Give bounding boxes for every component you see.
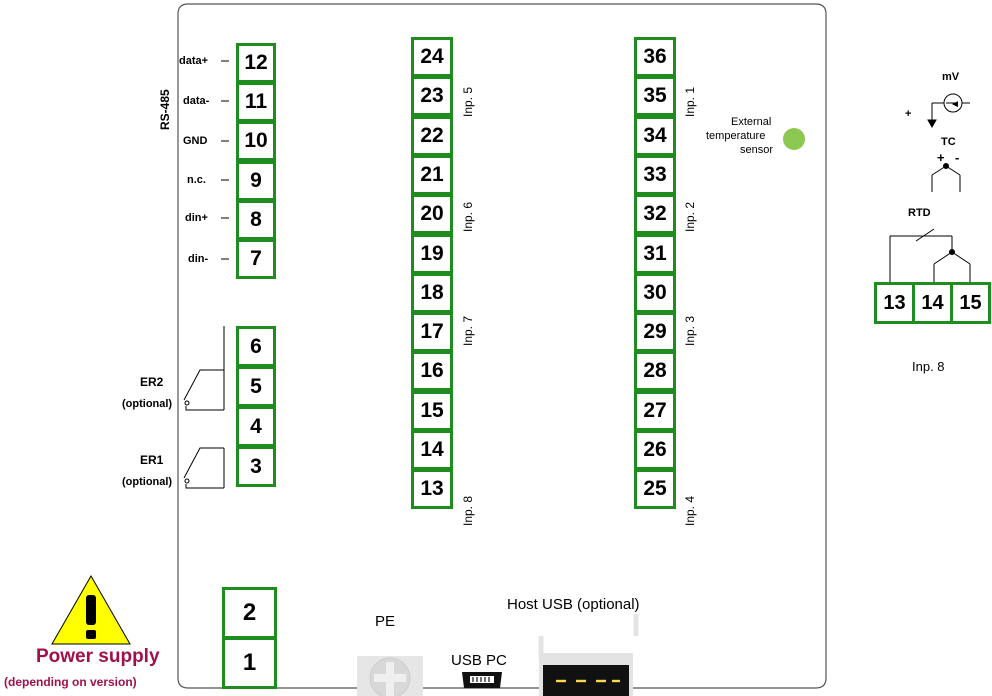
terminal-25: 25 <box>634 469 676 510</box>
rtd-label: RTD <box>908 207 931 219</box>
power-supply-note: (depending on version) <box>4 675 137 689</box>
external-sensor-line3: sensor <box>740 144 774 156</box>
er1-label: ER1 <box>140 453 164 467</box>
terminal-9: 9 <box>236 160 276 201</box>
rtd-symbol <box>889 228 971 282</box>
right-input-label-2: Inp. 2 <box>683 201 697 232</box>
pe-label: PE <box>375 613 396 630</box>
terminal-26: 26 <box>634 430 676 470</box>
rs485-leads <box>221 60 229 260</box>
legend-terminal-15: 15 <box>950 282 991 324</box>
legend-caption: Inp. 8 <box>912 359 945 374</box>
middle-input-label-7: Inp. 7 <box>461 315 475 346</box>
terminal-14: 14 <box>411 430 453 470</box>
usb-pc-port-icon <box>462 672 502 688</box>
terminal-31: 31 <box>634 233 676 274</box>
pe-screw-icon <box>357 656 423 696</box>
mv-plus-label: + <box>905 108 912 120</box>
terminal-4: 4 <box>236 406 276 447</box>
terminal-28: 28 <box>634 351 676 392</box>
rs485-label-data-minus: data- <box>183 95 210 107</box>
terminal-5: 5 <box>236 366 276 407</box>
relay-er2-symbol <box>183 326 225 411</box>
terminal-8: 8 <box>236 199 276 240</box>
terminal-11: 11 <box>236 82 276 123</box>
tc-label: TC <box>941 136 956 148</box>
terminal-13: 13 <box>411 469 453 510</box>
terminal-20: 20 <box>411 194 453 235</box>
power-supply-title: Power supply <box>36 646 160 667</box>
terminal-30: 30 <box>634 272 676 313</box>
rs485-label-data-plus: data+ <box>179 55 209 67</box>
terminal-34: 34 <box>634 115 676 156</box>
external-sensor-line2: temperature <box>706 130 766 142</box>
rs485-label-gnd: GND <box>183 135 208 147</box>
host-usb-label: Host USB (optional) <box>507 596 640 613</box>
terminal-29: 29 <box>634 312 676 353</box>
right-input-label-3: Inp. 3 <box>683 315 697 346</box>
terminal-22: 22 <box>411 115 453 156</box>
terminal-3: 3 <box>236 446 276 487</box>
mv-source-symbol <box>927 93 970 129</box>
er1-note: (optional) <box>122 476 173 488</box>
legend-terminal-13: 13 <box>874 282 915 324</box>
er2-label: ER2 <box>140 375 164 389</box>
terminal-6: 6 <box>236 326 276 367</box>
terminal-17: 17 <box>411 312 453 353</box>
middle-input-label-6: Inp. 6 <box>461 201 475 232</box>
terminal-36: 36 <box>634 37 676 77</box>
tc-symbol <box>931 163 961 192</box>
mv-arrow-glyph: ◄ <box>950 99 960 110</box>
rs485-label-din-plus: din+ <box>185 212 208 224</box>
rs485-label-nc: n.c. <box>187 174 206 186</box>
middle-input-label-8: Inp. 8 <box>461 495 475 526</box>
terminal-12: 12 <box>236 43 276 83</box>
terminal-27: 27 <box>634 390 676 431</box>
rs485-label-din-minus: din- <box>188 253 209 265</box>
terminal-35: 35 <box>634 76 676 117</box>
legend-terminal-14: 14 <box>912 282 953 324</box>
terminal-15: 15 <box>411 390 453 431</box>
mv-label: mV <box>942 71 960 83</box>
usb-pc-label: USB PC <box>451 652 507 669</box>
right-input-label-1: Inp. 1 <box>683 86 697 117</box>
terminal-33: 33 <box>634 154 676 195</box>
terminal-23: 23 <box>411 76 453 117</box>
tc-minus-label: - <box>955 150 960 165</box>
terminal-21: 21 <box>411 154 453 195</box>
terminal-1: 1 <box>222 637 277 689</box>
rs485-title: RS-485 <box>158 89 172 130</box>
device-outline <box>177 3 827 689</box>
warning-icon <box>51 574 131 645</box>
er2-note: (optional) <box>122 398 173 410</box>
terminal-10: 10 <box>236 121 276 162</box>
terminal-2: 2 <box>222 587 277 639</box>
terminal-7: 7 <box>236 239 276 279</box>
terminal-18: 18 <box>411 272 453 313</box>
terminal-32: 32 <box>634 194 676 235</box>
terminal-24: 24 <box>411 37 453 77</box>
terminal-19: 19 <box>411 233 453 274</box>
tc-plus-label: + <box>937 150 945 165</box>
middle-input-label-5: Inp. 5 <box>461 86 475 117</box>
terminal-16: 16 <box>411 351 453 392</box>
host-usb-port-icon <box>539 653 633 696</box>
external-sensor-dot <box>783 128 805 150</box>
relay-er1-symbol <box>183 447 225 489</box>
right-input-label-4: Inp. 4 <box>683 495 697 526</box>
host-usb-guides <box>538 614 639 658</box>
external-sensor-line1: External <box>731 116 772 128</box>
